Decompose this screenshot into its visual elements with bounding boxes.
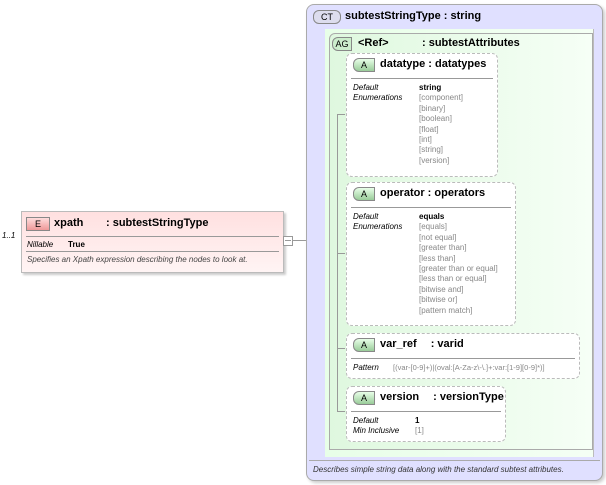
enum-value: [float] <box>419 124 439 134</box>
enum-value: [less than or equal] <box>419 274 487 284</box>
pattern-label: Pattern <box>353 363 379 372</box>
min-inclusive-label: Min Inclusive <box>353 426 400 435</box>
enum-value: [bitwise or] <box>419 295 458 305</box>
default-value: equals <box>419 212 445 221</box>
enum-value: [boolean] <box>419 114 452 124</box>
occurrence-label: 1..1 <box>2 231 16 240</box>
nillable-value: True <box>68 240 85 249</box>
attribute-group-badge: AG <box>332 37 352 51</box>
enum-value: [string] <box>419 145 444 155</box>
default-label: Default <box>353 416 379 425</box>
enum-value: [binary] <box>419 103 446 113</box>
enumerations-label: Enumerations <box>353 93 403 102</box>
element-description: Specifies an Xpath expression describing… <box>27 255 248 264</box>
pattern-value: [(var-[0-9]+)|(oval:[A-Za-z\-\.]+:var:[1… <box>393 363 545 372</box>
enum-value: [less than] <box>419 253 456 263</box>
default-value: 1 <box>415 416 420 425</box>
element-name: xpath <box>54 217 84 229</box>
enum-value: [greater than or equal] <box>419 264 498 274</box>
complex-type-name: subtestStringType : string <box>345 10 482 22</box>
default-label: Default <box>353 83 379 92</box>
attribute-name: datatype : datatypes <box>380 58 487 71</box>
attribute-badge: A <box>353 391 375 405</box>
enum-value: [int] <box>419 135 432 145</box>
attribute-badge: A <box>353 338 375 352</box>
attribute-name: version <box>380 391 420 404</box>
attribute-badge: A <box>353 187 375 201</box>
default-label: Default <box>353 212 379 221</box>
default-value: string <box>419 83 442 92</box>
complex-type-box: CT subtestStringType : string AG <Ref> :… <box>306 4 603 481</box>
element-badge: E <box>26 217 50 231</box>
complex-type-badge: CT <box>313 10 341 24</box>
element-xpath[interactable]: E xpath : subtestStringType Nillable Tru… <box>21 211 284 273</box>
collapse-icon[interactable] <box>283 236 293 246</box>
attribute-badge: A <box>353 58 375 72</box>
attribute-group-ref: <Ref> <box>358 37 389 49</box>
enum-value: [greater than] <box>419 243 467 253</box>
enum-value: [component] <box>419 93 464 103</box>
enum-value: [version] <box>419 155 450 165</box>
attribute-type: : varid <box>430 338 464 351</box>
element-type: : subtestStringType <box>106 217 209 229</box>
attribute-type: : versionType <box>433 391 504 404</box>
attribute-group-type: : subtestAttributes <box>422 37 520 49</box>
attribute-name: operator : operators <box>380 187 486 200</box>
enumerations-label: Enumerations <box>353 222 403 231</box>
nillable-label: Nillable <box>27 240 54 249</box>
enum-value: [not equal] <box>419 232 457 242</box>
enum-value: [bitwise and] <box>419 284 464 294</box>
enum-value: [pattern match] <box>419 305 473 315</box>
min-inclusive-value: [1] <box>415 426 424 435</box>
attribute-name: var_ref <box>380 338 417 351</box>
enum-value: [equals] <box>419 222 448 232</box>
complex-type-description: Describes simple string data along with … <box>313 465 564 474</box>
